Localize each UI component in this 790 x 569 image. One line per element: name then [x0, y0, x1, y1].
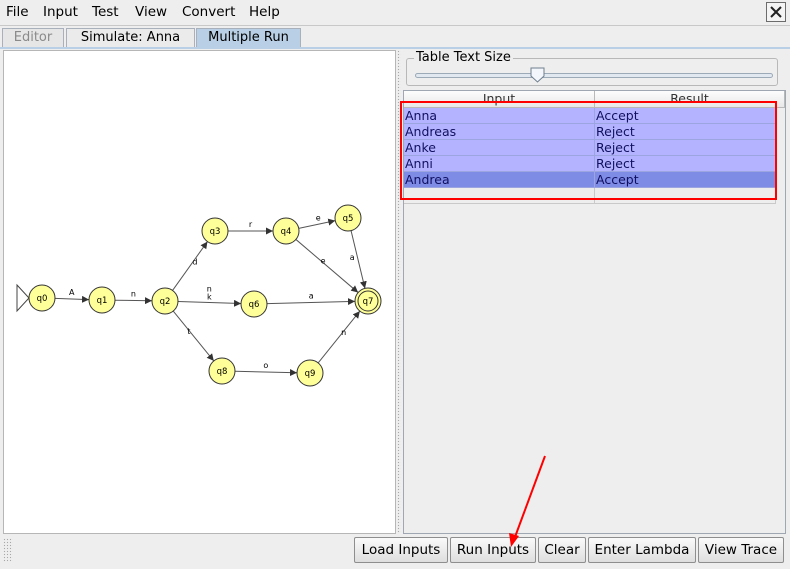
table-row[interactable]: Anna Accept — [404, 108, 776, 124]
svg-text:q6: q6 — [249, 300, 260, 310]
results-table: Input Result Anna Accept Andreas Reject … — [403, 90, 786, 534]
transition-label: n — [341, 328, 346, 337]
svg-text:q8: q8 — [217, 367, 228, 377]
svg-text:q1: q1 — [97, 296, 108, 306]
input-cell[interactable]: Anna — [404, 108, 595, 124]
state-q2[interactable]: q2 — [151, 287, 179, 315]
input-cell[interactable]: Andreas — [404, 124, 595, 140]
table-row[interactable]: Anni Reject — [404, 156, 776, 172]
transition-arrow[interactable] — [114, 297, 153, 305]
table-header: Input Result — [404, 91, 785, 108]
menu-input[interactable]: Input — [43, 4, 78, 20]
svg-text:q3: q3 — [210, 227, 221, 237]
transition-label: a — [309, 292, 314, 301]
load-inputs-button[interactable]: Load Inputs — [354, 537, 448, 563]
transition-arrow[interactable] — [234, 369, 298, 377]
tab-editor[interactable]: Editor — [2, 28, 64, 47]
input-cell[interactable]: Anke — [404, 140, 595, 156]
menu-bar: File Input Test View Convert Help — [0, 0, 790, 26]
input-cell[interactable]: Anni — [404, 156, 595, 172]
multiple-run-panel: Table Text Size Input Result Anna Accept… — [401, 50, 788, 534]
state-q4[interactable]: q4 — [272, 217, 300, 245]
menu-convert[interactable]: Convert — [182, 4, 236, 20]
menu-help[interactable]: Help — [249, 4, 280, 20]
button-bar: Load Inputs Run Inputs Clear Enter Lambd… — [0, 536, 790, 569]
input-cell[interactable] — [404, 188, 595, 204]
transition-label: n — [207, 285, 212, 294]
close-icon — [770, 6, 782, 18]
svg-text:q5: q5 — [343, 214, 354, 224]
state-q8[interactable]: q8 — [208, 357, 236, 385]
table-row[interactable]: Anke Reject — [404, 140, 776, 156]
initial-state-marker — [16, 283, 30, 313]
state-q5[interactable]: q5 — [334, 204, 362, 232]
state-q6[interactable]: q6 — [240, 290, 268, 318]
transition-label: o — [263, 361, 268, 370]
transition-label: k — [207, 293, 212, 302]
tab-multiple-run[interactable]: Multiple Run — [196, 28, 301, 47]
menu-view[interactable]: View — [135, 4, 168, 20]
table-text-size-group: Table Text Size — [406, 50, 778, 86]
transition-label: t — [187, 327, 190, 336]
slider-thumb-icon[interactable] — [530, 67, 545, 83]
transition-arrow[interactable] — [317, 310, 361, 364]
annotation-highlight-box — [400, 101, 777, 200]
input-cell[interactable]: Andrea — [404, 172, 595, 188]
svg-text:q2: q2 — [160, 297, 171, 307]
tab-bar: Editor Simulate: Anna Multiple Run — [0, 26, 790, 48]
state-q3[interactable]: q3 — [201, 217, 229, 245]
table-row-selected[interactable]: Andrea Accept — [404, 172, 776, 188]
transition-arrow[interactable] — [350, 230, 367, 289]
state-q1[interactable]: q1 — [88, 286, 116, 314]
transition-arrow[interactable] — [295, 239, 359, 293]
svg-text:q7: q7 — [363, 297, 374, 307]
grip-handle[interactable] — [3, 538, 13, 562]
transition-arrow[interactable] — [266, 298, 356, 306]
close-button[interactable] — [766, 2, 786, 22]
enter-lambda-button[interactable]: Enter Lambda — [588, 537, 696, 563]
state-q0[interactable]: q0 — [28, 284, 56, 312]
state-q7[interactable]: q7 — [354, 287, 382, 315]
tab-rule — [0, 47, 790, 49]
svg-text:q0: q0 — [37, 294, 48, 304]
transition-label: d — [192, 258, 197, 267]
svg-text:q4: q4 — [281, 227, 292, 237]
transition-arrow[interactable] — [54, 295, 90, 303]
table-text-size-label: Table Text Size — [414, 50, 513, 65]
transition-label: e — [321, 256, 326, 265]
transition-label: n — [131, 290, 136, 299]
transition-label: a — [350, 253, 355, 262]
transition-label: A — [69, 288, 75, 297]
table-row[interactable]: Andreas Reject — [404, 124, 776, 140]
clear-button[interactable]: Clear — [538, 537, 586, 563]
transition-label: e — [316, 214, 321, 223]
svg-text:q9: q9 — [305, 369, 316, 379]
split-pane-divider[interactable] — [397, 50, 401, 534]
transition-arrow[interactable] — [172, 310, 215, 362]
state-q9[interactable]: q9 — [296, 359, 324, 387]
menu-file[interactable]: File — [6, 4, 29, 20]
transition-arrow[interactable] — [177, 299, 242, 307]
menu-test[interactable]: Test — [92, 4, 119, 20]
transition-label: r — [249, 220, 253, 229]
table-text-size-slider[interactable] — [415, 73, 773, 78]
view-trace-button[interactable]: View Trace — [698, 537, 784, 563]
run-inputs-button[interactable]: Run Inputs — [450, 537, 536, 563]
transition-arrow[interactable] — [172, 241, 208, 291]
tab-simulate[interactable]: Simulate: Anna — [66, 28, 195, 47]
transition-arrow[interactable] — [298, 218, 336, 229]
